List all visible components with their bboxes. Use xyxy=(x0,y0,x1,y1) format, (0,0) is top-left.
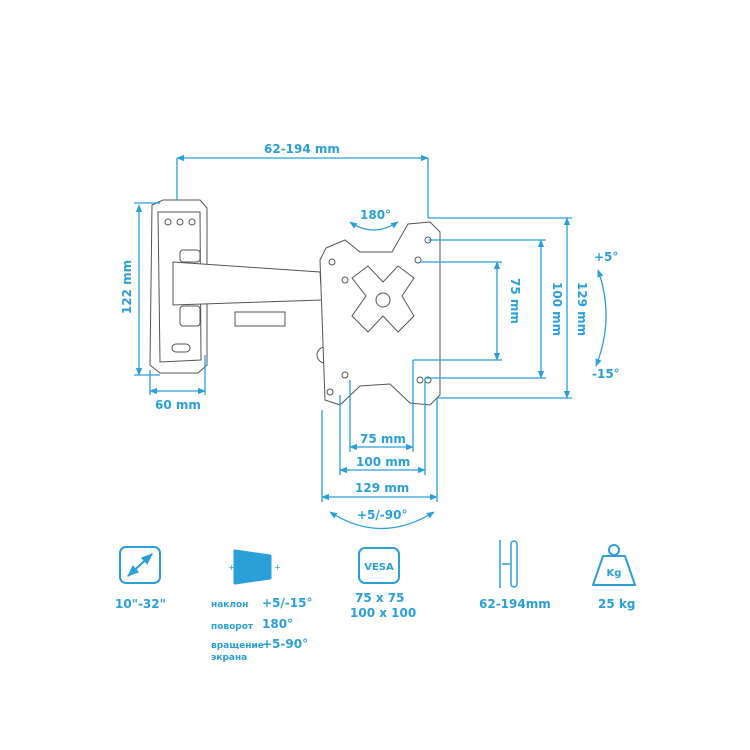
plate-width-label: 60 mm xyxy=(155,398,201,412)
swivel-label: 180° xyxy=(360,208,392,222)
vesa-h75-label: 75 mm xyxy=(360,432,406,446)
svg-text:+: + xyxy=(274,563,281,572)
wall-distance-icon xyxy=(499,540,518,588)
vesa-plate xyxy=(316,221,441,406)
swing-arm xyxy=(172,249,323,327)
tilt-up-label: +5° xyxy=(594,250,619,264)
vesa-v129-label: 129 mm xyxy=(575,281,590,337)
svg-text:Kg: Kg xyxy=(607,568,622,579)
vesa-h129-label: 129 mm xyxy=(355,481,410,495)
tilt-screen-icon: ++ xyxy=(228,549,281,585)
svg-text:VESA: VESA xyxy=(364,562,394,573)
vesa-v100-label: 100 mm xyxy=(550,281,565,337)
depth-range-label: 62-194 mm xyxy=(264,142,340,156)
vesa-value-2: 100 x 100 xyxy=(350,606,417,620)
rotation-spec-label-2: экрана xyxy=(211,653,248,663)
plate-height-label: 122 mm xyxy=(120,259,135,315)
diagonal-arrow-icon xyxy=(119,546,161,584)
dimension-lines xyxy=(134,154,607,530)
rotation-label: +5/-90° xyxy=(357,508,408,522)
weight-icon: Kg xyxy=(592,544,636,586)
vesa-icon: VESA xyxy=(358,547,400,584)
rotation-spec-label-1: вращение xyxy=(211,641,264,651)
screen-size-value: 10"-32" xyxy=(115,597,166,611)
rotation-value: +5-90° xyxy=(262,637,309,651)
swivel-value: 180° xyxy=(262,617,294,631)
vesa-value-1: 75 x 75 xyxy=(355,591,405,605)
tilt-down-label: -15° xyxy=(592,367,620,381)
vesa-h100-label: 100 mm xyxy=(356,455,411,469)
vesa-v75-label: 75 mm xyxy=(507,278,522,324)
wall-distance-value: 62-194mm xyxy=(479,597,551,611)
swivel-spec-label: поворот xyxy=(211,622,254,632)
svg-text:+: + xyxy=(228,563,235,572)
tilt-label: наклон xyxy=(211,600,249,610)
tilt-value: +5/-15° xyxy=(262,596,313,610)
load-value: 25 kg xyxy=(598,597,636,611)
